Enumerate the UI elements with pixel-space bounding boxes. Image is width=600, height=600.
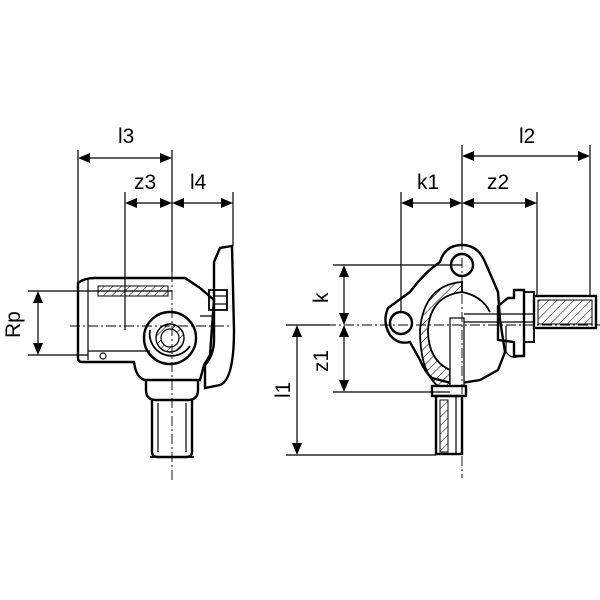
threaded-body-outline bbox=[76, 276, 216, 382]
dim-l1: l1 bbox=[272, 324, 436, 456]
dim-l4: l4 bbox=[172, 171, 234, 246]
mounting-plate bbox=[384, 243, 507, 386]
dim-rp: Rp bbox=[2, 290, 88, 356]
mount-hole-left bbox=[388, 310, 414, 336]
flange-step bbox=[200, 315, 215, 330]
horizontal-press-fitting bbox=[464, 288, 598, 358]
flange-plate bbox=[203, 244, 236, 390]
label-k1: k1 bbox=[417, 171, 439, 194]
label-z3: z3 bbox=[134, 171, 156, 194]
label-rp: Rp bbox=[2, 311, 25, 338]
dim-l3: l3 bbox=[77, 125, 173, 283]
label-k: k bbox=[310, 292, 333, 303]
bore-inner-arc bbox=[148, 329, 191, 357]
bore-center bbox=[160, 328, 180, 348]
label-l2: l2 bbox=[519, 125, 535, 148]
vertical-press-fitting bbox=[430, 384, 468, 456]
dim-z2: z2 bbox=[462, 171, 538, 296]
dim-z1: z1 bbox=[310, 325, 450, 393]
dim-z3: z3 bbox=[124, 171, 172, 330]
small-hole bbox=[99, 352, 107, 360]
dim-l2: l2 bbox=[461, 125, 591, 296]
dim-k: k bbox=[310, 264, 462, 325]
label-l1: l1 bbox=[272, 382, 295, 398]
label-z2: z2 bbox=[487, 171, 509, 194]
flange-boss bbox=[208, 289, 228, 311]
thread-hatch bbox=[97, 285, 169, 297]
bore-outer-circle bbox=[142, 310, 198, 366]
label-l4: l4 bbox=[190, 171, 207, 194]
section-inner-arc bbox=[461, 291, 491, 313]
label-l3: l3 bbox=[118, 125, 134, 148]
front-view: l3 z3 l4 Rp bbox=[2, 125, 236, 480]
label-z1: z1 bbox=[310, 350, 333, 372]
side-view: l2 k1 z2 k bbox=[272, 125, 600, 478]
dim-k1: k1 bbox=[400, 171, 462, 312]
